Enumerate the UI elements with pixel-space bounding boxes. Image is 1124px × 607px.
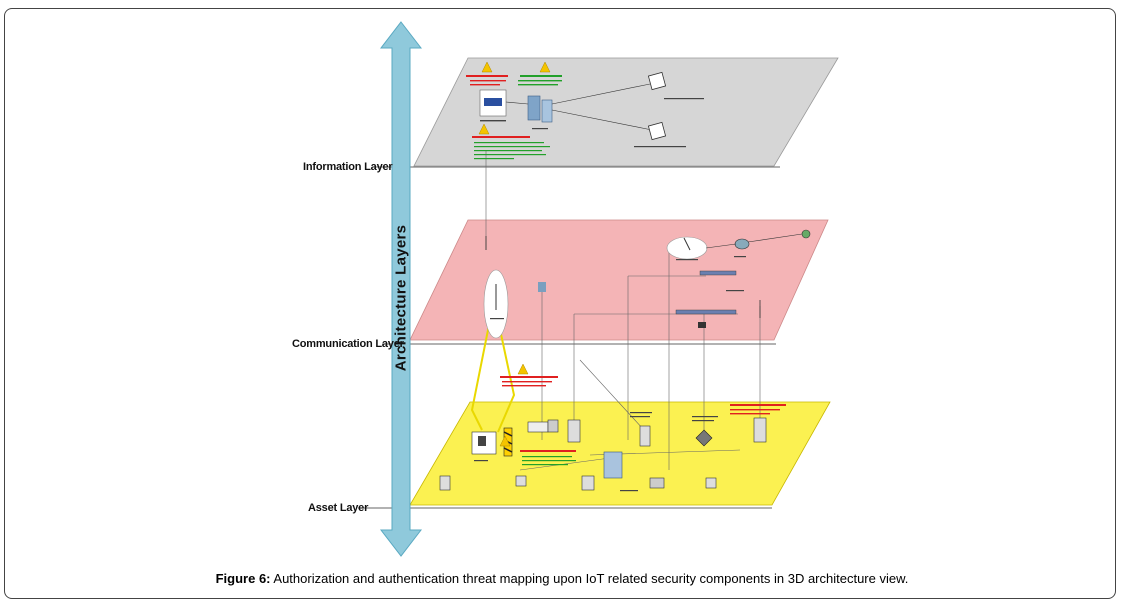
information-layer-label: Information Layer bbox=[303, 161, 393, 173]
figure-caption: Figure 6: Authorization and authenticati… bbox=[0, 571, 1124, 586]
information-layer-content bbox=[466, 61, 704, 160]
communication-layer-content bbox=[483, 229, 811, 387]
wireless-links bbox=[470, 319, 516, 433]
asset-layer-label: Asset Layer bbox=[308, 502, 369, 514]
communication-layer-plane bbox=[409, 219, 829, 341]
figure-caption-text: Authorization and authentication threat … bbox=[270, 571, 909, 586]
architecture-layers-arrow bbox=[379, 21, 423, 557]
information-layer-plane bbox=[413, 57, 839, 167]
communication-layer-label: Communication Layer bbox=[292, 338, 404, 350]
figure-frame bbox=[4, 8, 1116, 599]
figure-caption-label: Figure 6: bbox=[215, 571, 271, 586]
asset-layer-content bbox=[439, 404, 786, 492]
